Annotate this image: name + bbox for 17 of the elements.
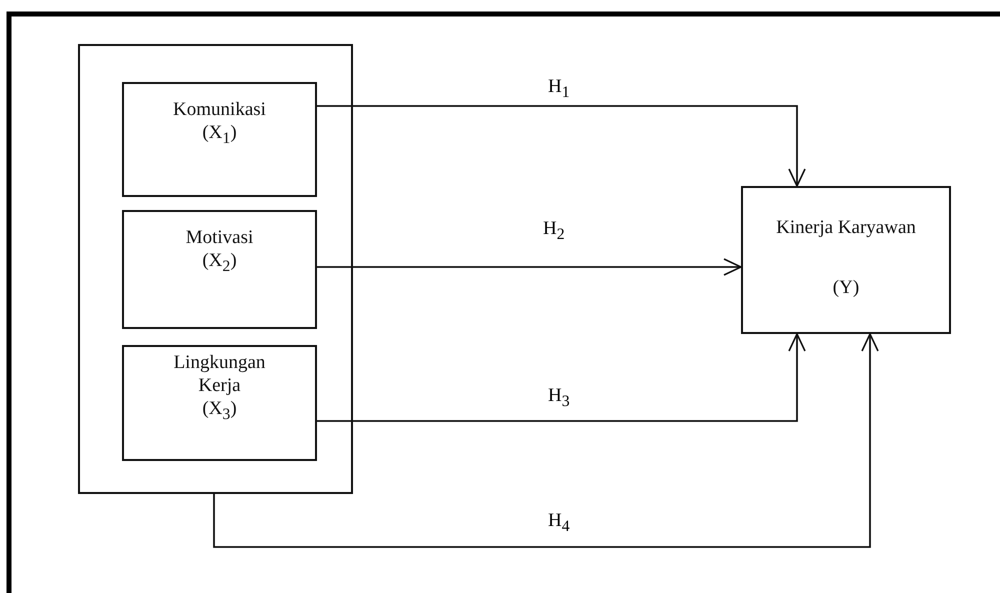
variable-name: Lingkungan Kerja bbox=[172, 351, 266, 397]
group-box bbox=[78, 44, 353, 494]
variable-box bbox=[122, 345, 317, 461]
variable-name: Kinerja Karyawan bbox=[776, 216, 916, 239]
arrow bbox=[315, 333, 806, 422]
variable-name: Motivasi bbox=[186, 226, 254, 249]
variable-name: Komunikasi bbox=[173, 98, 266, 121]
variable-symbol: (Y) bbox=[832, 276, 860, 299]
variable-symbol: (X$_{2}$) bbox=[202, 249, 237, 277]
arrow bbox=[213, 333, 879, 548]
variable-box bbox=[741, 186, 951, 334]
variable-box bbox=[122, 210, 317, 329]
arrow bbox=[315, 105, 806, 187]
arrow bbox=[315, 258, 742, 276]
variable-symbol: (X$_{3}$) bbox=[202, 397, 237, 425]
variable-box bbox=[122, 82, 317, 197]
variable-symbol: (X$_{1}$) bbox=[202, 121, 237, 149]
